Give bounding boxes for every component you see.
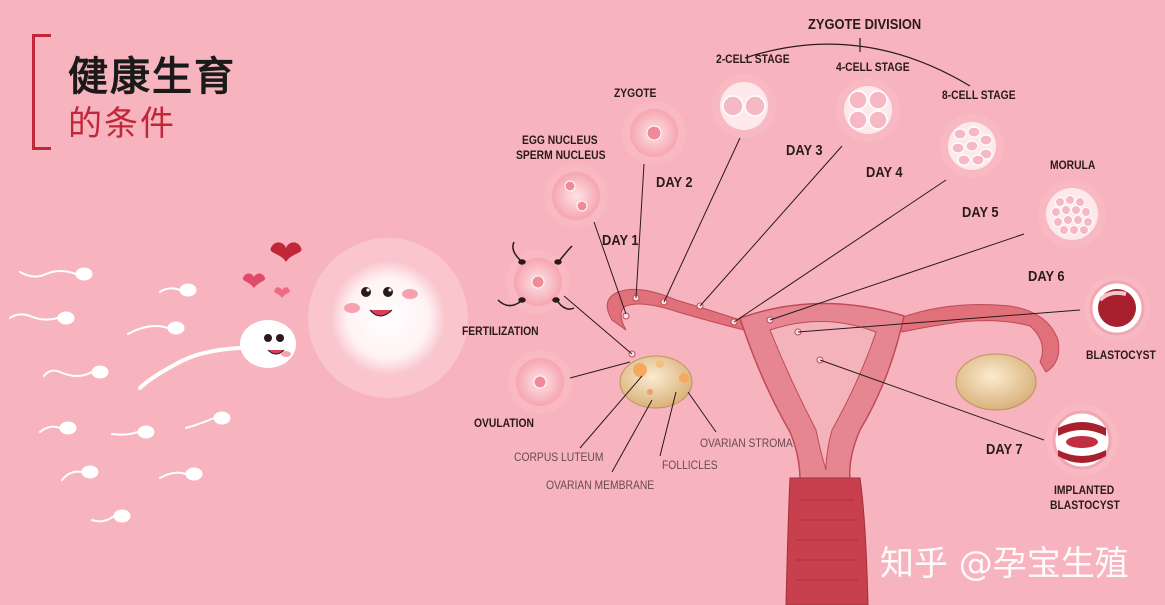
label-morula: MORULA xyxy=(1050,158,1096,172)
label-day-7: DAY 7 xyxy=(986,441,1023,458)
sperm xyxy=(61,465,99,481)
sperm xyxy=(19,267,93,281)
sperm xyxy=(159,467,203,481)
title-bracket xyxy=(32,34,51,150)
label-implanted: IMPLANTED xyxy=(1054,483,1115,497)
label-ovulation: OVULATION xyxy=(474,416,535,430)
uterus-anatomy xyxy=(606,288,1060,605)
right-ovary xyxy=(955,353,1037,411)
fertilization-cell xyxy=(497,241,575,314)
sperm xyxy=(43,365,109,379)
title-block: 健康生育 的条件 xyxy=(32,34,292,150)
heart-icon xyxy=(242,273,266,288)
cartoon-egg xyxy=(308,238,468,398)
sperm-swarm xyxy=(9,267,231,523)
sperm xyxy=(111,425,155,439)
label-day-4: DAY 4 xyxy=(866,164,903,181)
label-day-1: DAY 1 xyxy=(602,232,639,249)
heart-icon xyxy=(270,242,302,262)
sperm xyxy=(127,321,185,335)
eight-cell-stage xyxy=(940,114,1004,178)
label-corpus-luteum: CORPUS LUTEUM xyxy=(514,450,604,464)
label-four-cell: 4-CELL STAGE xyxy=(836,60,910,74)
two-cell-stage xyxy=(712,74,776,138)
ovulation-cell xyxy=(508,350,572,414)
zygote-division-arc xyxy=(744,43,971,87)
label-blastocyst: BLASTOCYST xyxy=(1086,348,1156,362)
label-day-6: DAY 6 xyxy=(1028,268,1065,285)
label-egg-nucleus: EGG NUCLEUS xyxy=(522,133,598,147)
label-fertilization: FERTILIZATION xyxy=(462,324,539,338)
sperm xyxy=(91,509,131,523)
stage-cells xyxy=(497,74,1150,476)
page-subtitle: 的条件 xyxy=(68,104,176,144)
cartoon-sperm xyxy=(138,320,296,390)
label-ovarian-stroma: OVARIAN STROMA xyxy=(700,436,793,450)
label-day-2: DAY 2 xyxy=(656,174,693,191)
page-title: 健康生育 xyxy=(68,54,236,100)
leader-lines xyxy=(563,137,1081,473)
label-eight-cell: 8-CELL STAGE xyxy=(942,88,1016,102)
label-day-5: DAY 5 xyxy=(962,204,999,221)
four-cell-stage xyxy=(836,78,900,142)
left-ovary xyxy=(619,355,693,409)
label-implanted-blastocyst: BLASTOCYST xyxy=(1050,498,1120,512)
morula-cell xyxy=(1038,180,1106,248)
implanted-blastocyst-cell xyxy=(1046,404,1118,476)
label-ovarian-membrane: OVARIAN MEMBRANE xyxy=(546,478,655,492)
watermark: 知乎 @孕宝生殖 xyxy=(880,544,1129,584)
label-sperm-nucleus: SPERM NUCLEUS xyxy=(516,148,606,162)
hearts xyxy=(242,242,302,298)
label-zygote-division: ZYGOTE DIVISION xyxy=(808,16,922,33)
label-day-3: DAY 3 xyxy=(786,142,823,159)
blastocyst-cell xyxy=(1084,275,1150,341)
label-zygote: ZYGOTE xyxy=(614,86,657,100)
sperm xyxy=(9,311,75,325)
heart-icon xyxy=(274,287,290,298)
zygote-cell xyxy=(622,101,686,165)
label-follicles: FOLLICLES xyxy=(662,458,718,472)
uterine-cavity xyxy=(769,320,877,471)
sperm xyxy=(159,283,197,297)
vaginal-rugae xyxy=(796,499,858,581)
cervix-vagina xyxy=(785,477,869,605)
sperm xyxy=(39,421,77,435)
pronuclei-cell xyxy=(544,164,608,228)
label-two-cell: 2-CELL STAGE xyxy=(716,52,790,66)
sperm xyxy=(185,411,231,429)
left-fallopian-tube xyxy=(606,288,745,331)
